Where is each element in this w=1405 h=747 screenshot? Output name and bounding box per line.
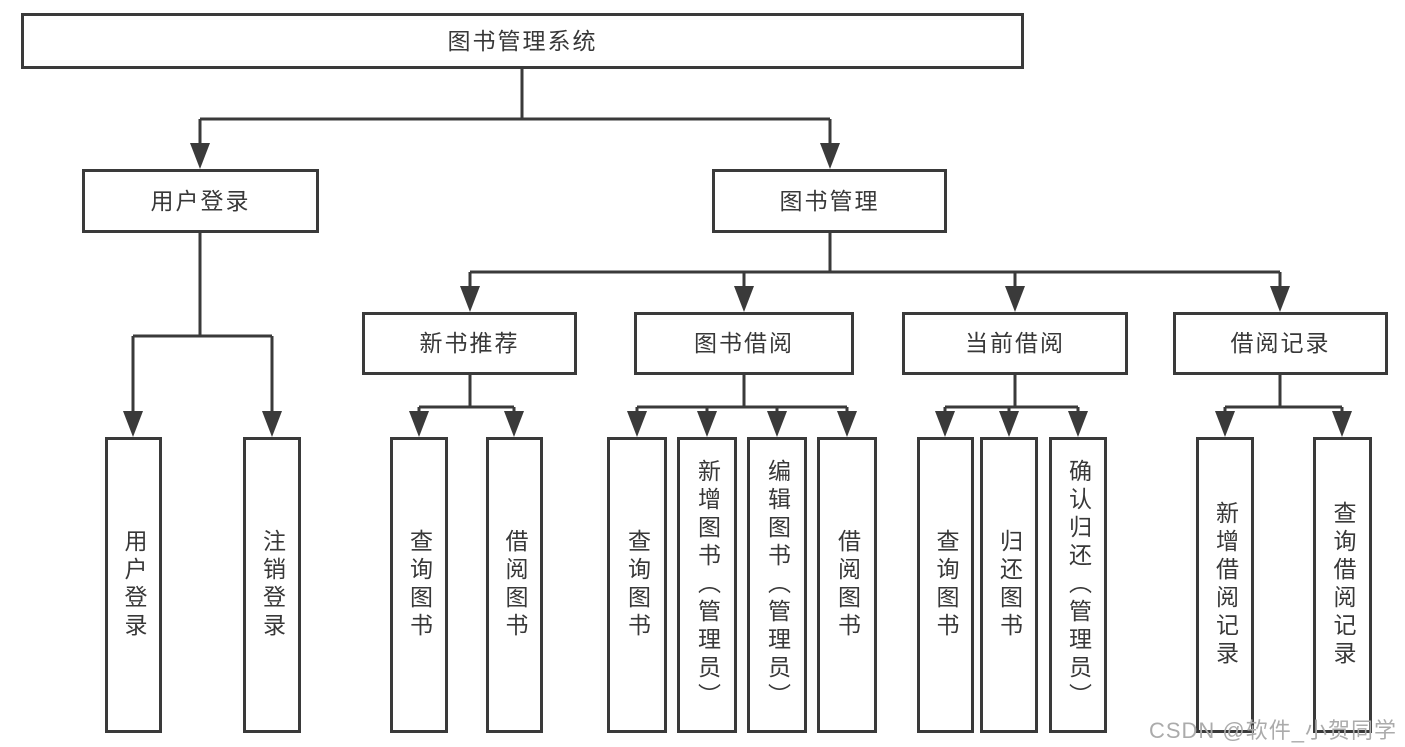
- connector-book-management-to-level3: [468, 233, 1282, 288]
- leaf-query-books-borrowing: 查询图书: [607, 437, 667, 733]
- node-label: 查询图书: [624, 529, 651, 641]
- connector-new-book-to-leaves: [417, 375, 516, 413]
- arrowheads: [123, 143, 1352, 437]
- node-book-borrowing: 图书借阅: [634, 312, 854, 375]
- node-label: 新增借阅记录: [1212, 501, 1239, 669]
- leaf-user-login: 用户登录: [105, 437, 162, 733]
- leaf-confirm-return-admin: 确认归还（管理员）: [1049, 437, 1107, 733]
- leaf-edit-books-admin: 编辑图书（管理员）: [747, 437, 807, 733]
- leaf-logout: 注销登录: [243, 437, 301, 733]
- connector-borrowing-records-to-leaves: [1223, 375, 1344, 413]
- connector-current-borrowing-to-leaves: [943, 375, 1080, 413]
- leaf-query-books-current: 查询图书: [917, 437, 974, 733]
- node-label: 借阅图书: [502, 529, 528, 641]
- leaf-query-books-recommend: 查询图书: [390, 437, 448, 733]
- node-label: 图书管理: [779, 187, 880, 214]
- node-label: 编辑图书（管理员）: [764, 459, 791, 711]
- connector-book-borrowing-to-leaves: [635, 375, 849, 413]
- node-borrowing-records: 借阅记录: [1173, 312, 1388, 375]
- node-label: 注销登录: [259, 529, 286, 641]
- node-label: 确认归还（管理员）: [1065, 459, 1092, 711]
- leaf-add-borrow-record: 新增借阅记录: [1196, 437, 1254, 733]
- node-user-login: 用户登录: [82, 169, 319, 233]
- connector-root-to-level2: [198, 69, 832, 145]
- node-label: 查询借阅记录: [1330, 501, 1356, 669]
- leaf-query-borrow-record: 查询借阅记录: [1313, 437, 1372, 733]
- node-library-management-system: 图书管理系统: [21, 13, 1024, 69]
- leaf-borrow-books-borrowing: 借阅图书: [817, 437, 877, 733]
- leaf-return-books: 归还图书: [980, 437, 1038, 733]
- node-new-book-recommendation: 新书推荐: [362, 312, 577, 375]
- node-label: 借阅记录: [1230, 330, 1331, 356]
- node-label: 用户登录: [121, 529, 147, 641]
- connector-user-login-to-leaves: [131, 233, 274, 413]
- node-label: 查询图书: [933, 529, 959, 641]
- leaf-borrow-books-recommend: 借阅图书: [486, 437, 543, 733]
- node-label: 归还图书: [996, 529, 1023, 641]
- node-current-borrowing: 当前借阅: [902, 312, 1128, 375]
- node-label: 当前借阅: [965, 330, 1065, 356]
- node-label: 图书管理系统: [447, 27, 598, 54]
- node-label: 用户登录: [150, 187, 251, 214]
- node-label: 查询图书: [406, 529, 433, 641]
- node-label: 借阅图书: [834, 529, 861, 641]
- node-label: 新增图书（管理员）: [694, 459, 721, 711]
- node-label: 新书推荐: [419, 330, 520, 356]
- node-label: 图书借阅: [694, 330, 794, 356]
- leaf-add-books-admin: 新增图书（管理员）: [677, 437, 737, 733]
- node-book-management: 图书管理: [712, 169, 947, 233]
